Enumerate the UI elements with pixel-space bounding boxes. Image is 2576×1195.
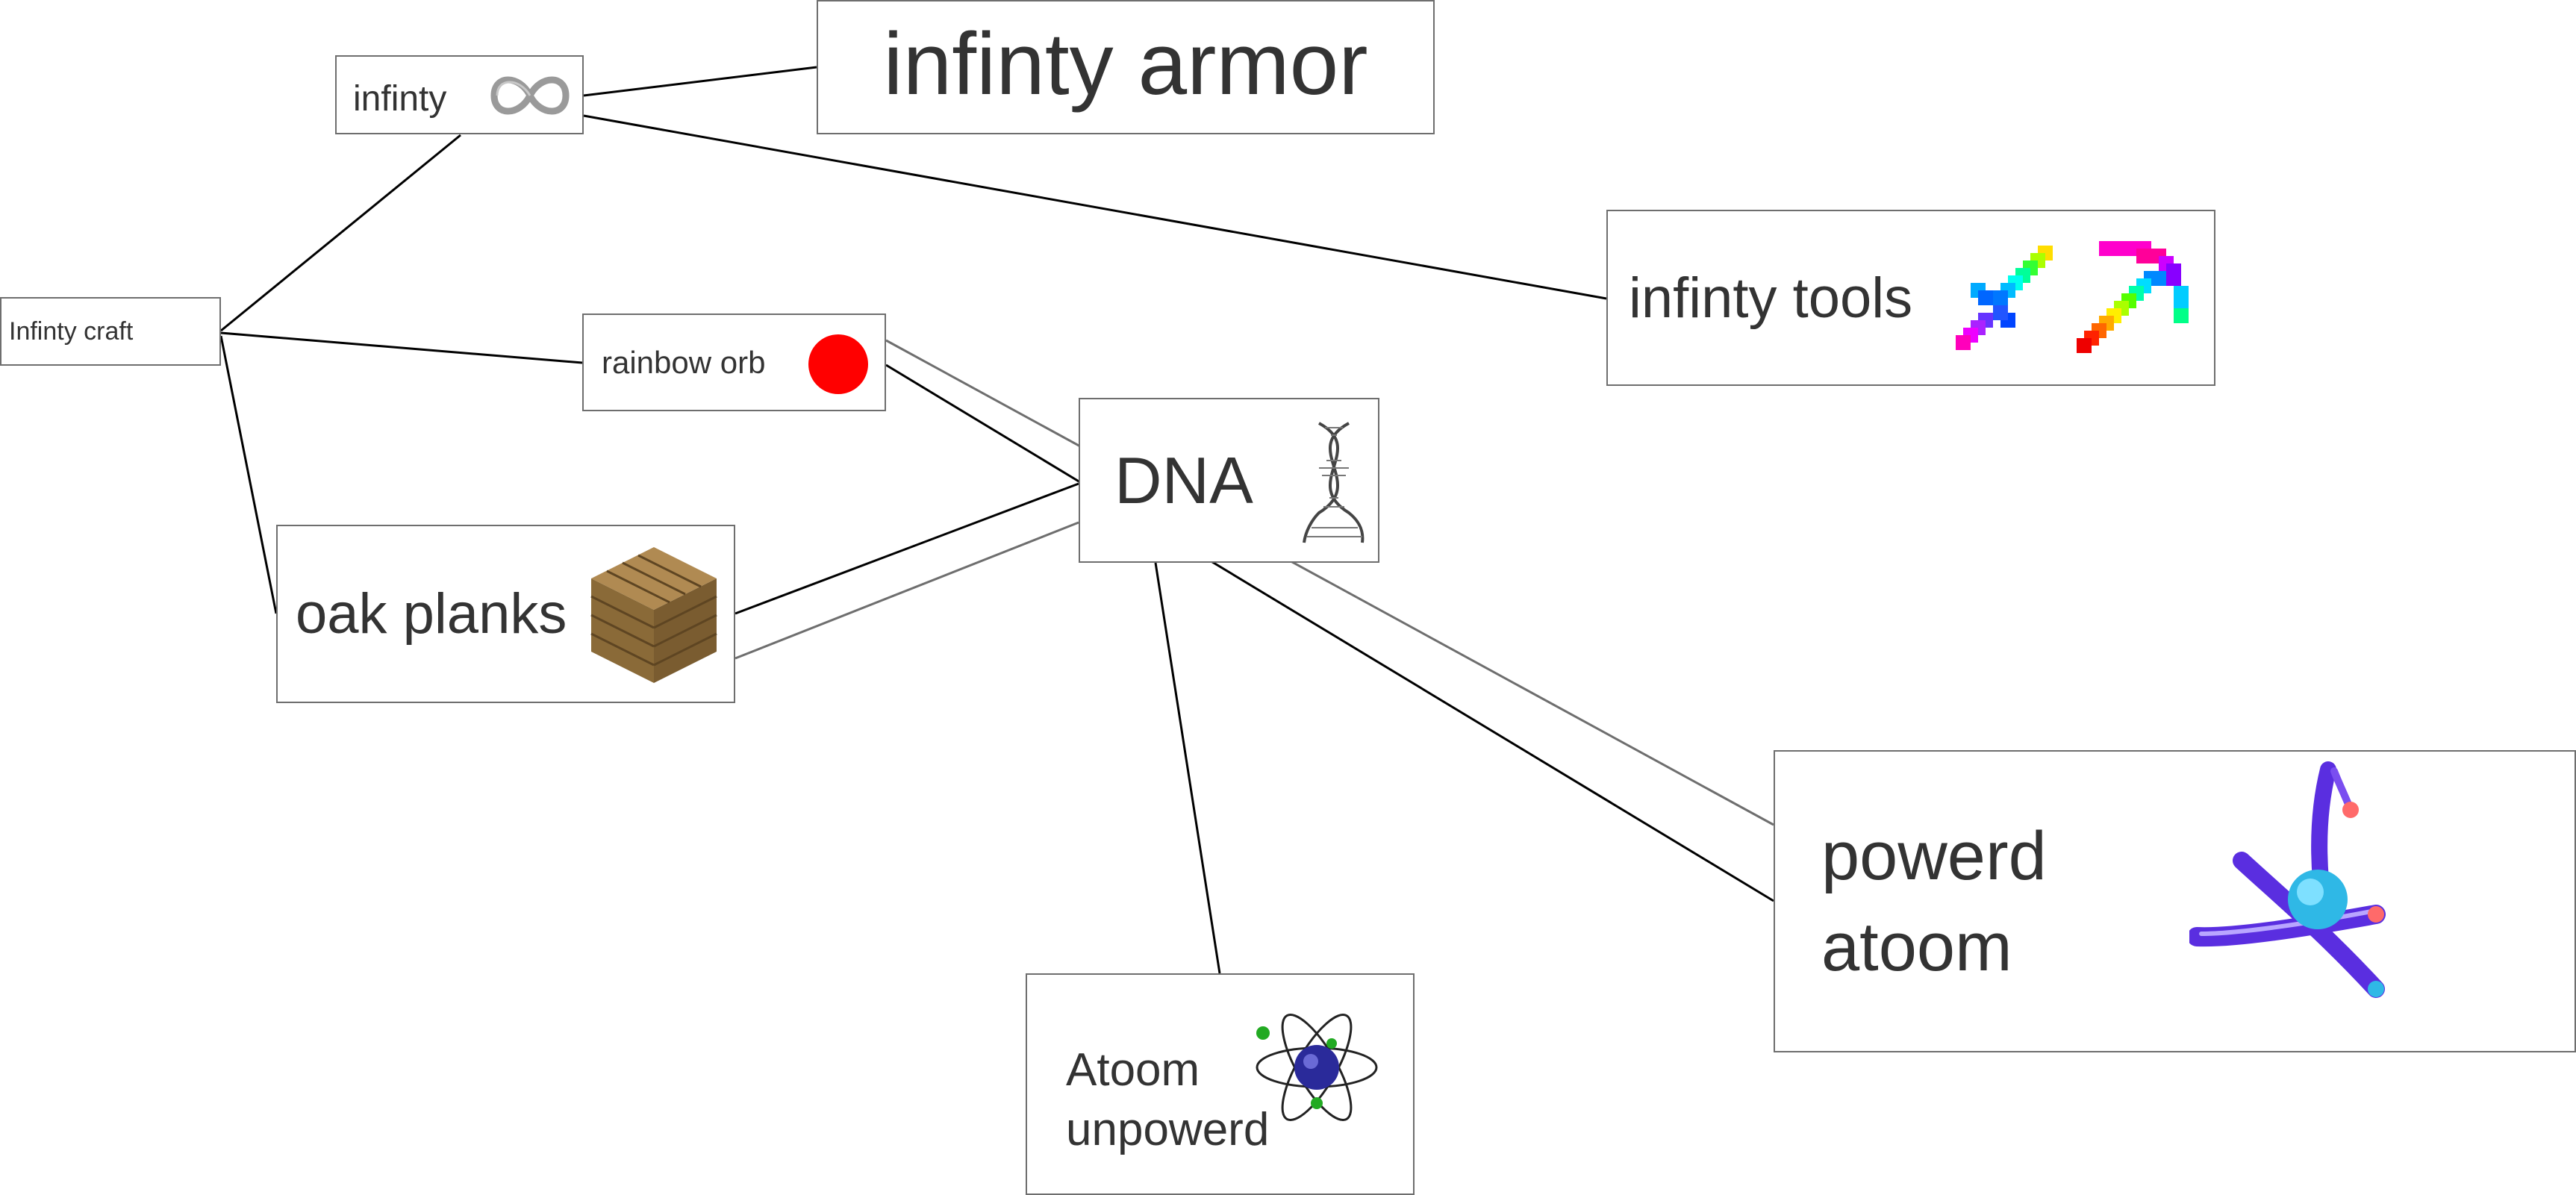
node-label: DNA: [1114, 443, 1253, 517]
edge-craft-oak-planks: [219, 335, 278, 614]
node-dna[interactable]: DNA: [1079, 398, 1379, 563]
node-atoom-unpowerd[interactable]: Atoom unpowerd: [1026, 973, 1415, 1195]
edge-infinty-tools: [583, 114, 1607, 300]
red-orb-icon: [808, 334, 868, 394]
edge-craft-rainbow-orb: [220, 331, 583, 364]
edge-craft-infinty: [220, 134, 461, 332]
node-label: rainbow orb: [602, 344, 766, 380]
node-infinty-tools[interactable]: infinty tools: [1606, 210, 2215, 386]
edge-oak-dna-b: [735, 521, 1079, 660]
atom-icon: [1256, 1014, 1378, 1121]
node-label: infinty armor: [883, 15, 1368, 113]
node-oak-planks[interactable]: oak planks: [276, 525, 735, 703]
node-label: infinty: [353, 78, 447, 119]
edge-orb-powerd-atoom-a: [885, 339, 1774, 826]
node-label: powerd atoom: [1821, 817, 2047, 985]
edge-dna-atoom-unpowerd: [1154, 562, 1221, 974]
powered-atom-icon: [2189, 761, 2386, 998]
node-rainbow-orb[interactable]: rainbow orb: [582, 313, 886, 411]
node-powerd-atoom[interactable]: powerd atoom: [1774, 750, 2576, 1052]
node-infinty[interactable]: infinty: [335, 55, 584, 134]
node-infinty-armor[interactable]: infinty armor: [817, 0, 1435, 134]
edge-oak-dna-a: [735, 482, 1079, 615]
node-label: Atoom unpowerd: [1066, 1043, 1270, 1155]
node-label: oak planks: [296, 582, 567, 646]
rainbow-pickaxe-icon: [2077, 241, 2189, 353]
edge-infinty-armor: [583, 66, 817, 97]
edge-orb-powerd-atoom-b: [885, 364, 1774, 902]
dna-helix-icon: [1303, 422, 1365, 543]
rainbow-sword-icon: [1956, 246, 2053, 350]
infinity-icon: [490, 76, 570, 115]
oak-planks-block-icon: [590, 547, 717, 683]
node-label: Infinty craft: [9, 316, 134, 346]
node-infinty-craft[interactable]: Infinty craft: [0, 297, 221, 366]
node-label: infinty tools: [1629, 266, 1913, 330]
